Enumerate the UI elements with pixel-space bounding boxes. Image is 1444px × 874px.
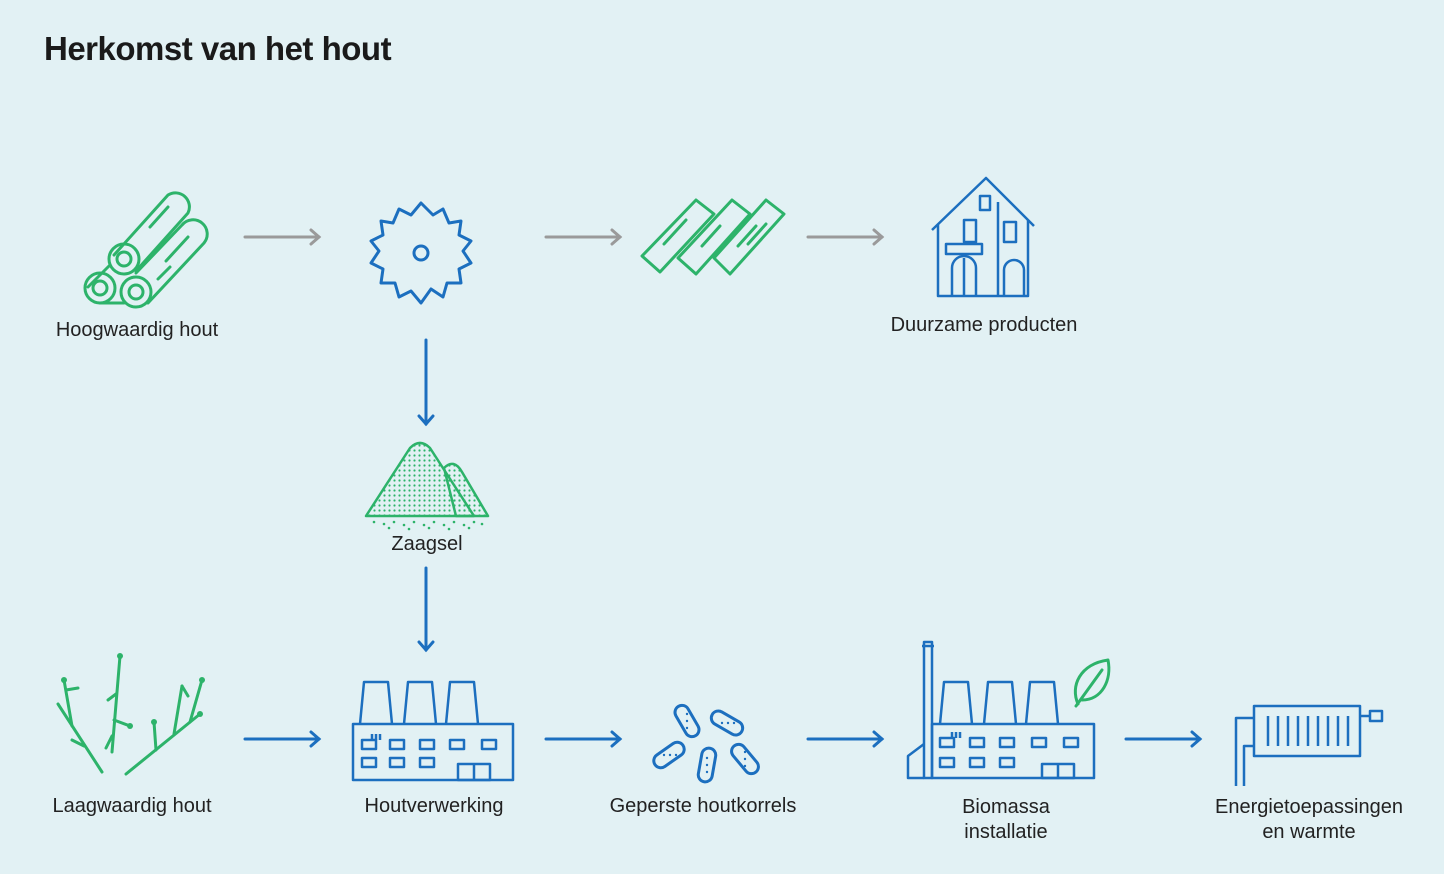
arrow-logs-to-saw	[243, 228, 322, 246]
branches-icon	[56, 653, 205, 776]
label-pellets: Geperste houtkorrels	[609, 795, 797, 817]
arrow-planks-to-house	[806, 228, 885, 246]
house-icon	[931, 176, 1035, 298]
arrow-processing-to-pellets	[544, 730, 623, 748]
label-sustainable-products: Duurzame producten	[890, 314, 1078, 336]
arrow-pellets-to-biomass	[806, 730, 885, 748]
page-title: Herkomst van het hout	[44, 30, 392, 67]
biomass-plant-icon	[906, 640, 1096, 780]
sawdust-pile-icon	[364, 441, 490, 531]
label-biomass-line1: Biomassa	[962, 796, 1050, 818]
planks-icon	[640, 198, 786, 276]
leaf-icon	[1073, 658, 1111, 708]
label-energy-line1: Energietoepassingen	[1215, 796, 1403, 818]
logs-icon	[83, 191, 209, 309]
arrow-biomass-to-energy	[1124, 730, 1203, 748]
arrow-saw-to-sawdust	[417, 338, 435, 427]
arrow-saw-to-planks	[544, 228, 623, 246]
label-biomass-line2: installatie	[964, 821, 1048, 843]
label-sawdust: Zaagsel	[391, 533, 463, 555]
saw-blade-icon	[369, 201, 473, 305]
label-wood-processing: Houtverwerking	[364, 795, 504, 817]
radiator-icon	[1234, 704, 1384, 786]
arrow-lowwood-to-processing	[243, 730, 322, 748]
label-energy-line2: en warmte	[1262, 821, 1356, 843]
label-low-wood: Laagwaardig hout	[52, 795, 212, 817]
pellets-icon	[652, 703, 760, 784]
label-high-wood: Hoogwaardig hout	[55, 319, 219, 341]
arrow-sawdust-to-processing	[417, 566, 435, 653]
factory-icon	[351, 680, 515, 782]
